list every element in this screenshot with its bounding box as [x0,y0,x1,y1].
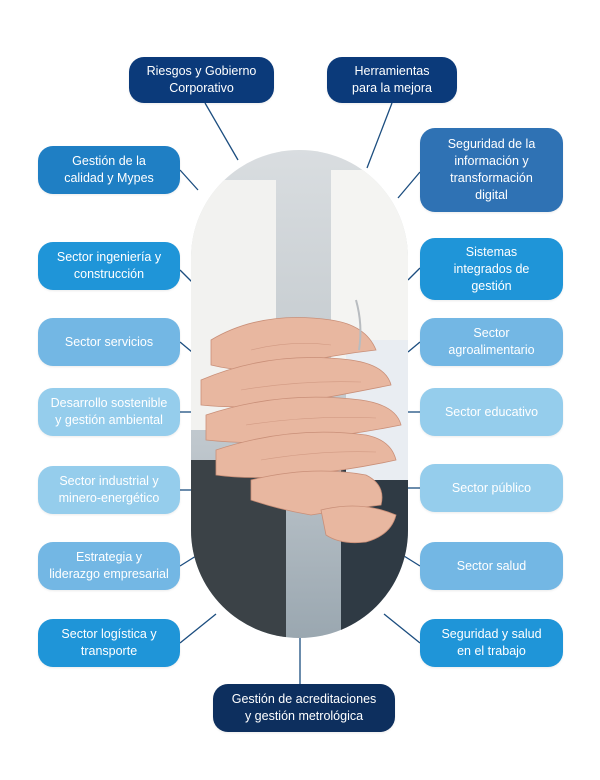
connector-riesgos [204,102,239,161]
connector-herramientas [366,102,393,169]
node-herramientas-mejora: Herramientas para la mejora [327,57,457,103]
connector-sector-agroalimentario [407,341,421,353]
node-sector-salud-label: Sector salud [456,558,527,573]
node-sector-ingenieria-label: Sector ingeniería y construcción [56,250,162,281]
node-desarrollo-sostenible: Desarrollo sostenible y gestión ambienta… [38,388,180,436]
node-sector-logistica-label: Sector logística y transporte [61,627,157,658]
node-acreditaciones-metrologia-label: Gestión de acreditaciones y gestión metr… [231,692,377,723]
node-riesgos-gobierno-label: Riesgos y Gobierno Corporativo [146,64,257,95]
connector-sector-servicios [179,341,193,353]
node-acreditaciones-metrologia: Gestión de acreditaciones y gestión metr… [213,684,395,732]
node-seguridad-informacion: Seguridad de la información y transforma… [420,128,563,212]
node-estrategia-liderazgo-label: Estrategia y liderazgo empresarial [49,550,169,581]
node-gestion-calidad-label: Gestión de la calidad y Mypes [64,154,154,185]
node-desarrollo-sostenible-label: Desarrollo sostenible y gestión ambienta… [50,396,168,427]
node-sector-salud: Sector salud [420,542,563,590]
node-sector-servicios: Sector servicios [38,318,180,366]
node-sistemas-integrados: Sistemas integrados de gestión [420,238,563,300]
node-seguridad-informacion-label: Seguridad de la información y transforma… [447,137,536,202]
node-sector-logistica: Sector logística y transporte [38,619,180,667]
node-sector-publico: Sector público [420,464,563,512]
node-seguridad-salud-trabajo-label: Seguridad y salud en el trabajo [441,627,542,658]
connector-sector-ingenieria [179,269,193,283]
node-sector-servicios-label: Sector servicios [64,334,154,349]
hand-6 [320,505,397,544]
node-sector-educativo-label: Sector educativo [444,404,539,419]
node-gestion-calidad: Gestión de la calidad y Mypes [38,146,180,194]
connector-sistemas-integrados [407,267,421,281]
node-sector-ingenieria: Sector ingeniería y construcción [38,242,180,290]
node-riesgos-gobierno: Riesgos y Gobierno Corporativo [129,57,274,103]
node-seguridad-salud-trabajo: Seguridad y salud en el trabajo [420,619,563,667]
node-sistemas-integrados-label: Sistemas integrados de gestión [453,244,530,293]
bracelet [355,299,362,351]
node-sector-agroalimentario: Sector agroalimentario [420,318,563,366]
node-sector-educativo: Sector educativo [420,388,563,436]
node-sector-agroalimentario-label: Sector agroalimentario [448,326,535,357]
node-herramientas-mejora-label: Herramientas para la mejora [352,64,432,95]
node-estrategia-liderazgo: Estrategia y liderazgo empresarial [38,542,180,590]
node-sector-publico-label: Sector público [451,480,532,495]
stacked-hands-illustration [191,170,408,638]
stacked-hands-photo [191,150,408,638]
hand-5 [250,470,383,516]
node-sector-industrial: Sector industrial y minero-energético [38,466,180,514]
node-sector-industrial-label: Sector industrial y minero-energético [58,474,160,505]
